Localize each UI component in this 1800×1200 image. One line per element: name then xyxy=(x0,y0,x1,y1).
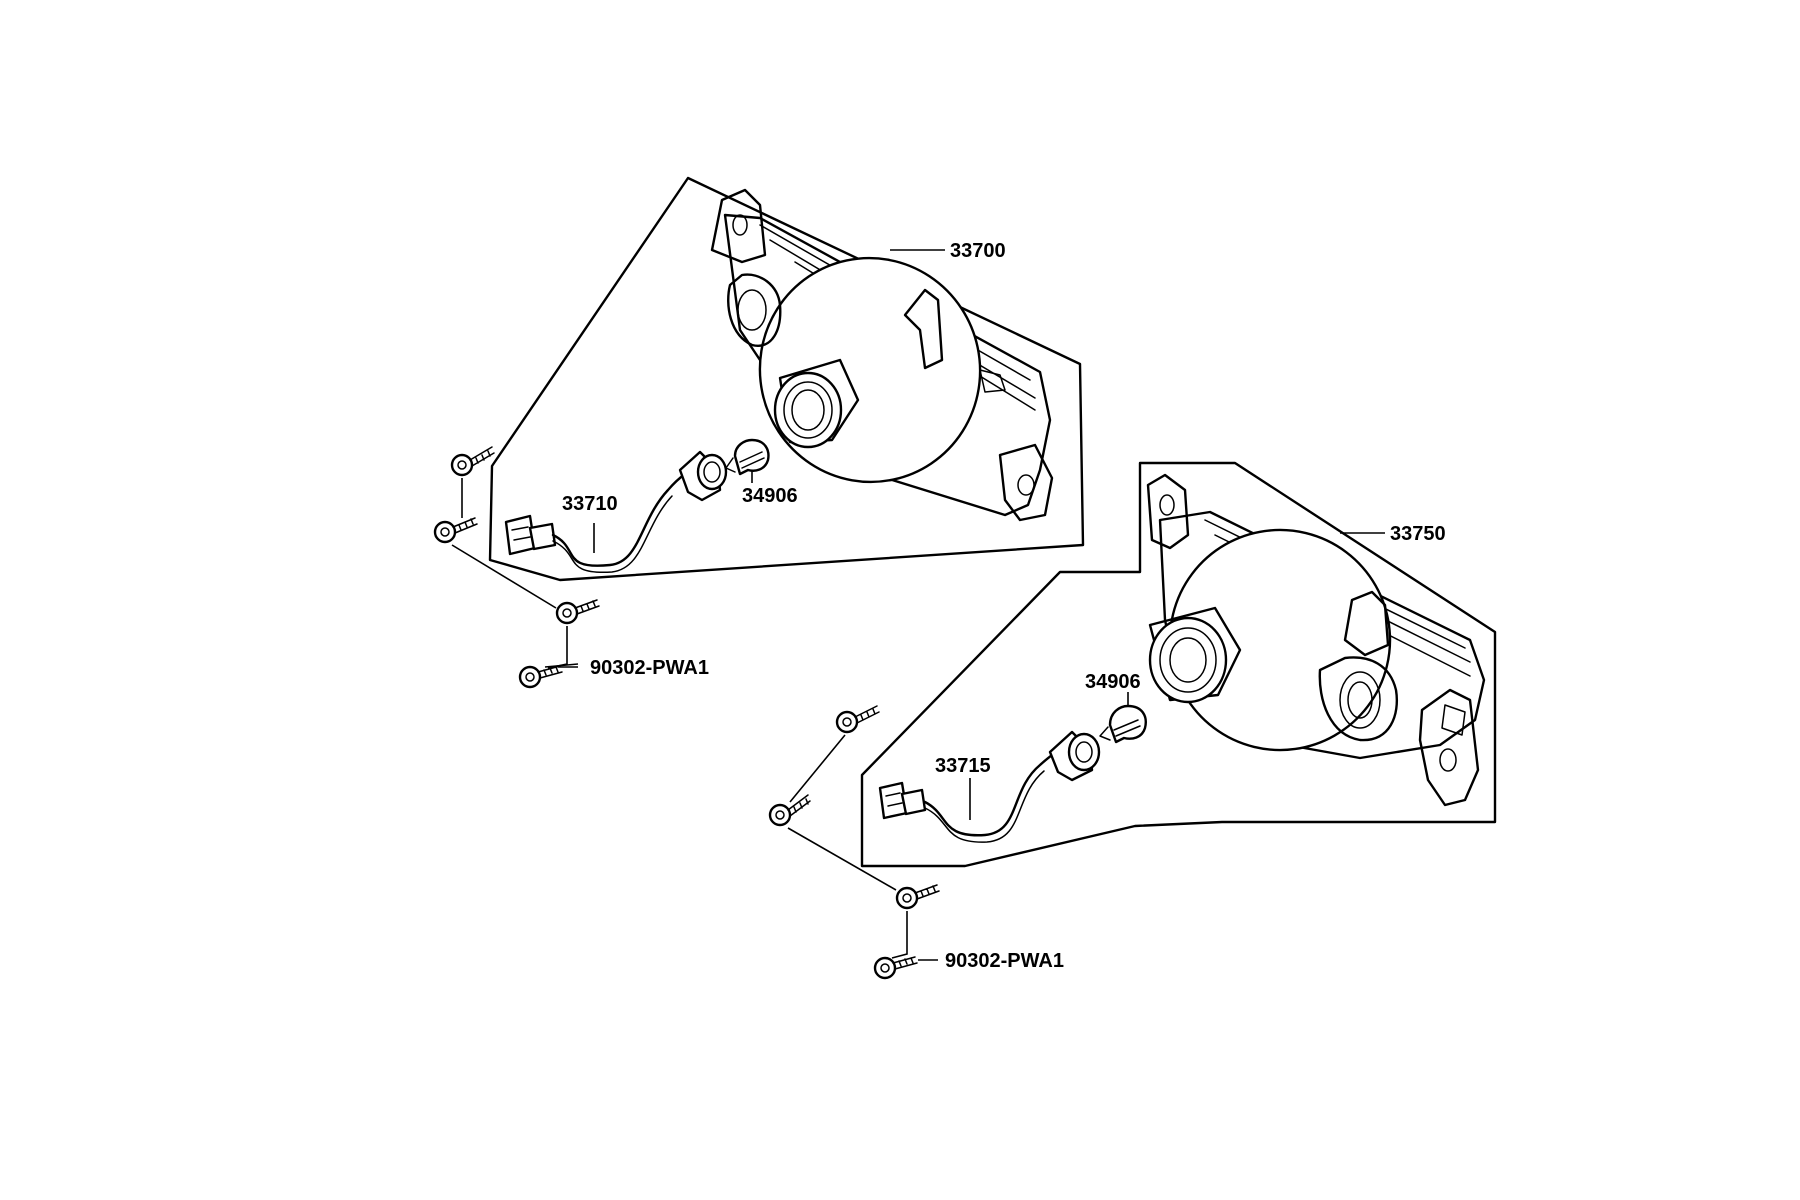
label-33700: 33700 xyxy=(950,240,1006,262)
screw-h xyxy=(873,956,918,980)
label-34906-upper: 34906 xyxy=(742,485,798,507)
lower-assembly xyxy=(768,461,1497,980)
leader-lines xyxy=(558,249,1385,961)
screw-e xyxy=(835,705,880,734)
lower-bulb xyxy=(1099,704,1147,744)
label-33750: 33750 xyxy=(1390,523,1446,545)
upper-assembly xyxy=(433,176,1085,689)
screw-d xyxy=(518,665,563,689)
lower-bulb-port xyxy=(1148,606,1242,704)
label-90302-pwa1-lower: 90302-PWA1 xyxy=(945,950,1064,972)
lower-socket-harness xyxy=(878,730,1101,843)
screw-c xyxy=(555,599,600,625)
upper-bulb xyxy=(725,438,770,476)
upper-screws xyxy=(433,446,600,689)
lower-screws xyxy=(768,705,940,980)
screw-g xyxy=(895,884,940,910)
screw-f xyxy=(768,794,811,827)
screw-a xyxy=(450,446,495,477)
part-labels: 33700 33710 34906 90302-PWA1 33750 33715… xyxy=(562,240,1446,972)
label-90302-pwa1-upper: 90302-PWA1 xyxy=(590,657,709,679)
label-33710: 33710 xyxy=(562,493,618,515)
upper-enclosure-outline xyxy=(488,176,1085,582)
upper-lamp-housing xyxy=(710,188,1054,522)
label-33715: 33715 xyxy=(935,755,991,777)
screw-b xyxy=(433,517,478,544)
upper-bulb-port xyxy=(773,358,860,449)
lower-enclosure-outline xyxy=(860,461,1497,868)
label-34906-lower: 34906 xyxy=(1085,671,1141,693)
upper-socket-harness xyxy=(504,450,728,574)
lower-lamp-housing xyxy=(1146,473,1486,807)
